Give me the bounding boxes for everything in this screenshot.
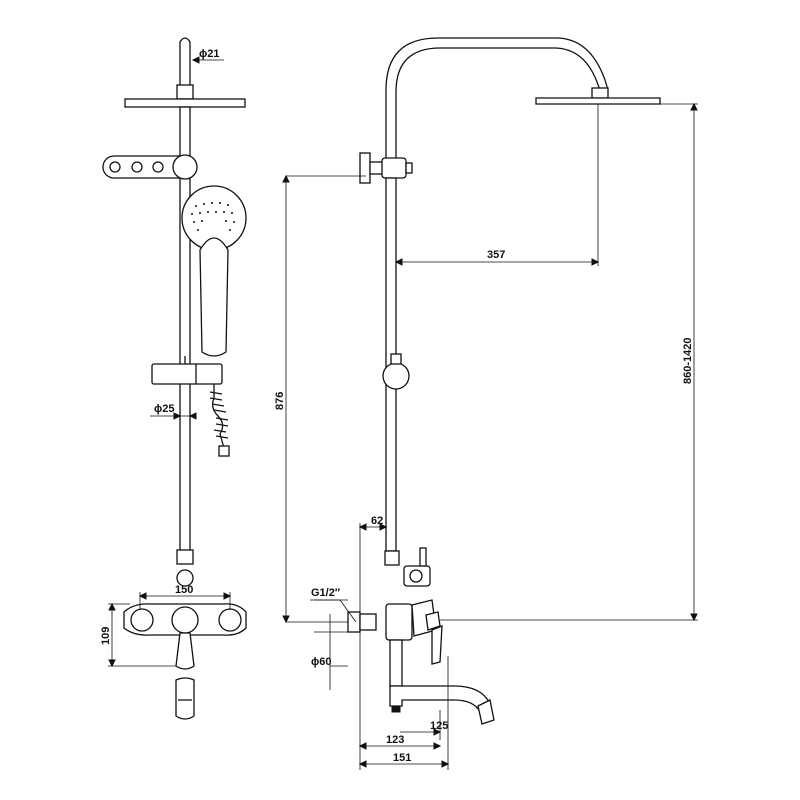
side-gooseneck-outer [385,37,609,168]
dimension-lines [108,56,698,770]
side-handle-blade [431,625,443,665]
front-mixer-lever [175,632,195,670]
side-diverter-stem [419,547,427,567]
side-spout [389,685,491,714]
side-drain-plug [391,705,401,713]
dimension-labels: ϕ21 ϕ25 150 109 876 357 860-1420 62 G1/2… [100,48,694,764]
front-rail-knob [172,154,198,180]
side-spout-tip [477,699,495,725]
front-rail-connector [176,549,194,565]
label-overall-depth: 151 [393,752,411,764]
side-bracket-clamp [381,157,407,179]
label-mixer-width-front: 150 [175,584,193,596]
label-slide-height: 876 [274,392,286,410]
label-body-depth: 123 [386,734,404,746]
front-left-connector [130,608,154,632]
label-escutcheon-diameter: ϕ60 [311,656,331,668]
side-lower-body [389,639,403,687]
side-slider-knob [382,362,410,390]
front-hand-shower-handle [199,237,229,357]
front-diverter-knob-3 [152,161,164,173]
side-mixer-body [385,603,413,641]
front-slider-bracket [151,363,223,385]
side-diverter-knob [409,569,423,583]
front-rain-head [124,98,246,108]
label-spout-reach: 125 [430,720,448,732]
front-hose-end [218,445,230,457]
front-handle-hub [171,606,199,634]
label-adjust-range: 860-1420 [682,338,694,385]
front-top-inlet-pipe [179,37,191,95]
front-right-connector [218,608,242,632]
front-inlet-collar [176,84,194,100]
side-head-connector [591,87,609,99]
side-riser-joint [384,550,400,566]
label-mixer-height: 109 [100,627,112,645]
label-arm-reach: 357 [487,249,505,261]
front-hose-coils [209,391,229,439]
side-inlet-connector [359,613,377,631]
side-wall-flange [359,152,371,184]
side-view [314,37,661,725]
front-spout [175,677,195,720]
side-rain-head [535,97,661,105]
front-hose [212,384,225,449]
side-lever-grip [425,611,441,631]
label-inlet-thread: G1/2″ [311,587,341,599]
side-bracket-screw [405,162,413,174]
label-top-inlet-diameter: ϕ21 [199,48,219,60]
front-diverter-knob-1 [109,161,121,173]
front-diverter-pull [176,569,194,587]
label-rail-diameter: ϕ25 [154,403,174,415]
label-wall-offset: 62 [371,515,383,527]
front-hand-shower-nozzles [191,202,235,231]
front-view [102,37,247,720]
side-gooseneck-inner [395,47,601,168]
side-inlet-nut [347,611,361,633]
front-diverter-knob-2 [131,161,143,173]
side-slider-tab [390,353,402,365]
